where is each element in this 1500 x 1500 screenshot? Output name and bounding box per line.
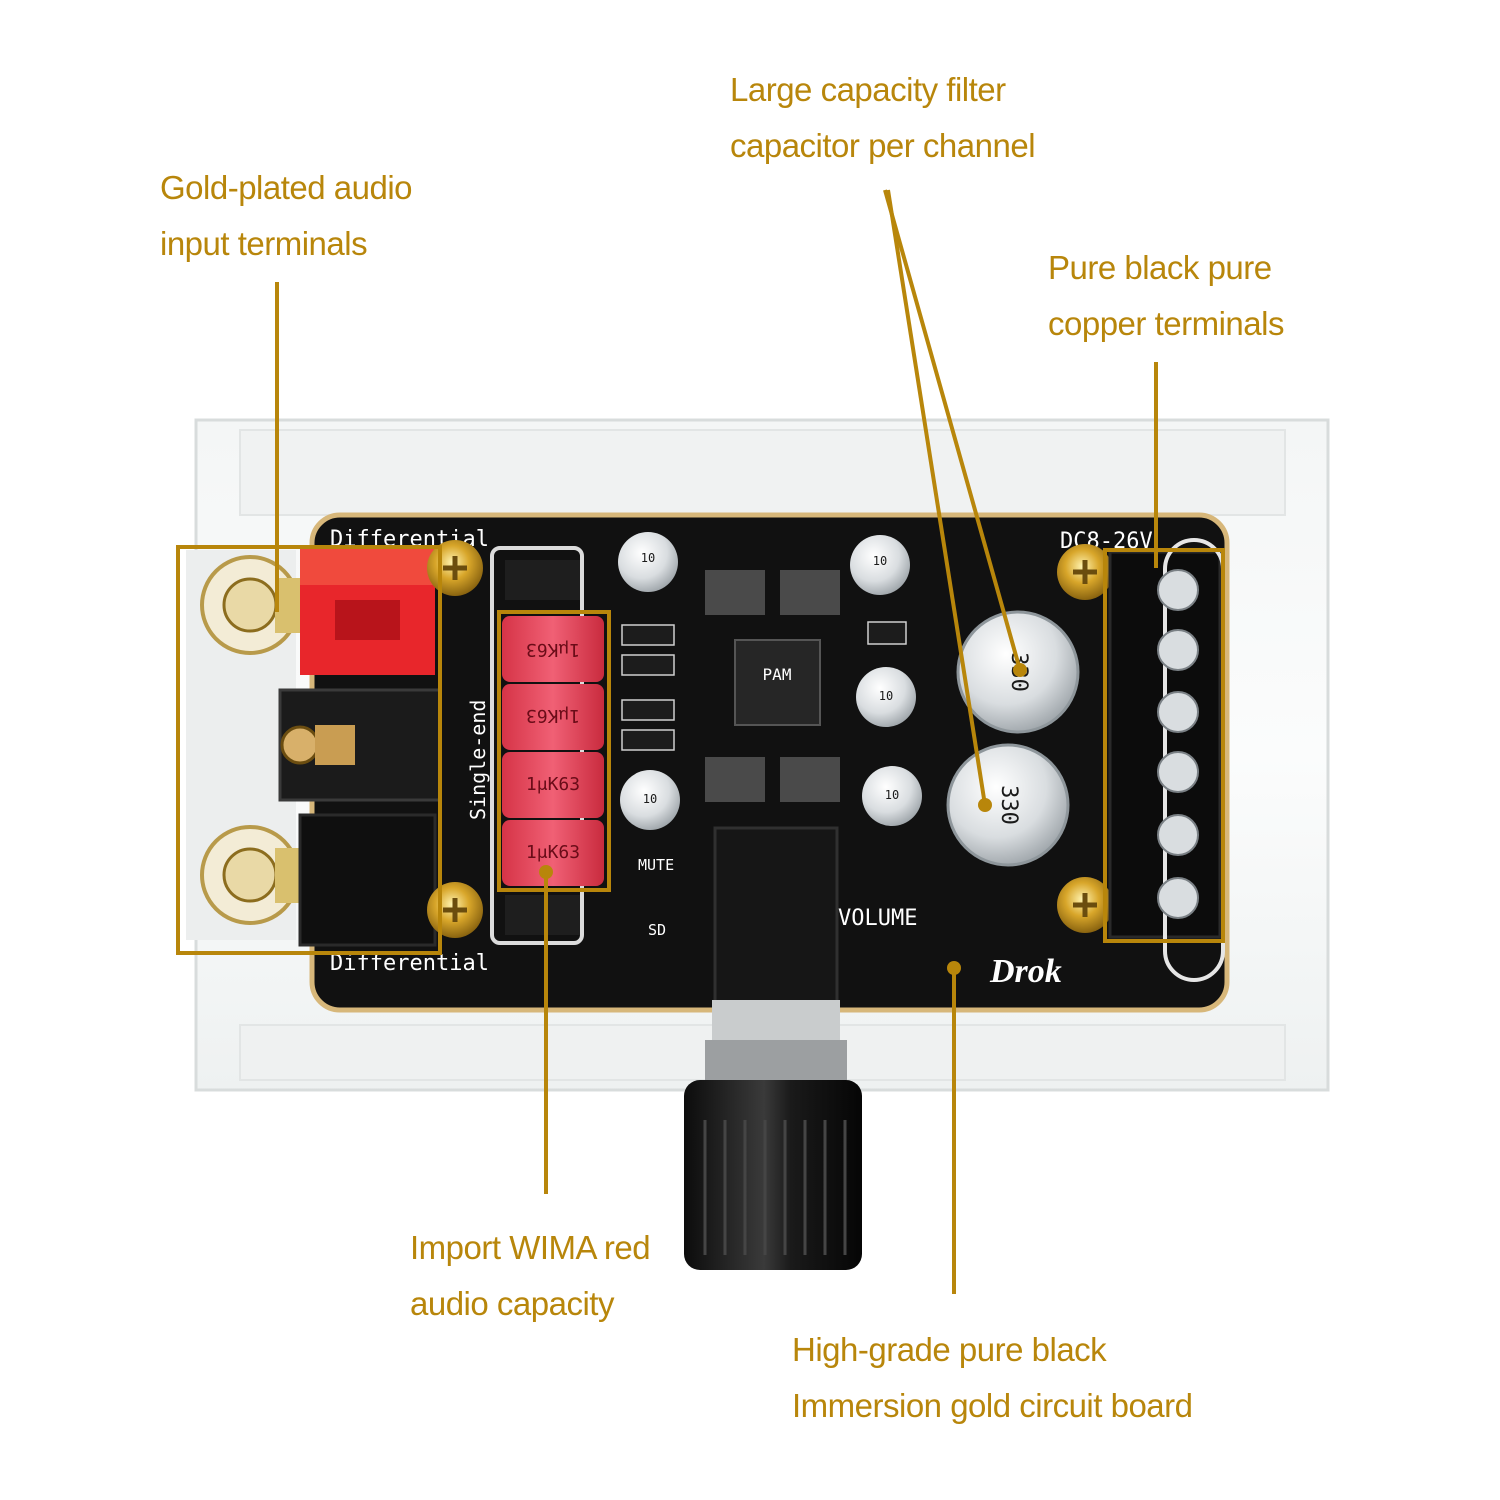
wima-capacitor-3: 1μK63: [502, 752, 604, 818]
callout-input-terminals-line-2: input terminals: [160, 225, 368, 262]
copper-terminals-frame: [1103, 548, 1225, 943]
callout-circuit-board-line-2: Immersion gold circuit board: [792, 1387, 1193, 1424]
volume-knob: [684, 1080, 862, 1270]
wima-capacitor-1: 1μK63: [502, 616, 604, 682]
svg-text:10: 10: [641, 551, 655, 565]
callout-wima-caps-line-1: Import WIMA red: [410, 1229, 651, 1266]
screw-top-right: [1057, 544, 1113, 600]
callout-circuit-board-line-1: High-grade pure black: [792, 1331, 1107, 1368]
leader-wima-caps: [544, 872, 548, 1194]
svg-text:PAM: PAM: [763, 665, 792, 684]
svg-text:10: 10: [885, 788, 899, 802]
svg-text:10: 10: [643, 792, 657, 806]
leader-input-terminals: [275, 282, 279, 612]
callout-wima-caps: Import WIMA red audio capacity: [410, 1220, 651, 1332]
wima-capacitors-frame: [497, 610, 611, 892]
svg-text:10: 10: [879, 689, 893, 703]
label-mute: MUTE: [638, 856, 674, 874]
label-volume: VOLUME: [838, 906, 917, 931]
amplifier-chip: [734, 639, 821, 726]
leader-copper-terminals: [1154, 362, 1158, 568]
svg-text:1μK63: 1μK63: [526, 774, 580, 795]
filter-capacitor-2: 330: [946, 743, 1070, 867]
leader-filter-cap-1: [883, 189, 1022, 671]
label-single-end: Single-end: [466, 700, 490, 820]
small-capacitor-3: 10: [856, 667, 916, 727]
svg-text:10: 10: [873, 554, 887, 568]
svg-text:330: 330: [996, 785, 1021, 825]
svg-text:1μK63: 1μK63: [526, 639, 580, 660]
callout-filter-capacitor-line-1: Large capacity filter: [730, 71, 1006, 108]
callout-filter-capacitor-line-2: capacitor per channel: [730, 127, 1036, 164]
small-capacitor-1: 10: [618, 532, 678, 592]
callout-copper-terminals-line-2: copper terminals: [1048, 305, 1284, 342]
callout-copper-terminals-line-1: Pure black pure: [1048, 249, 1272, 286]
svg-text:1μK63: 1μK63: [526, 842, 580, 863]
callout-input-terminals: Gold-plated audio input terminals: [160, 160, 413, 272]
small-capacitor-2: 10: [850, 535, 910, 595]
input-terminals-frame: [176, 545, 442, 955]
label-sd: SD: [648, 921, 666, 939]
callout-input-terminals-line-1: Gold-plated audio: [160, 169, 413, 206]
small-capacitor-5: 10: [862, 766, 922, 826]
svg-text:1μK63: 1μK63: [526, 705, 580, 726]
callout-wima-caps-line-2: audio capacity: [410, 1285, 614, 1322]
bottom-input-connector: [298, 813, 437, 947]
callout-circuit-board: High-grade pure black Immersion gold cir…: [792, 1322, 1193, 1434]
wima-capacitor-2: 1μK63: [502, 684, 604, 750]
small-capacitor-4: 10: [620, 770, 680, 830]
wima-capacitor-4: 1μK63: [502, 820, 604, 886]
leader-circuit-board: [952, 968, 956, 1294]
brand-logo: Drok: [989, 953, 1062, 990]
volume-pot-body: [713, 826, 839, 1005]
leader-filter-cap-2: [886, 189, 987, 806]
label-differential-bottom: Differential: [330, 951, 489, 976]
callout-copper-terminals: Pure black pure copper terminals: [1048, 240, 1284, 352]
screw-bottom-right: [1057, 877, 1113, 933]
callout-filter-capacitor: Large capacity filter capacitor per chan…: [730, 62, 1036, 174]
